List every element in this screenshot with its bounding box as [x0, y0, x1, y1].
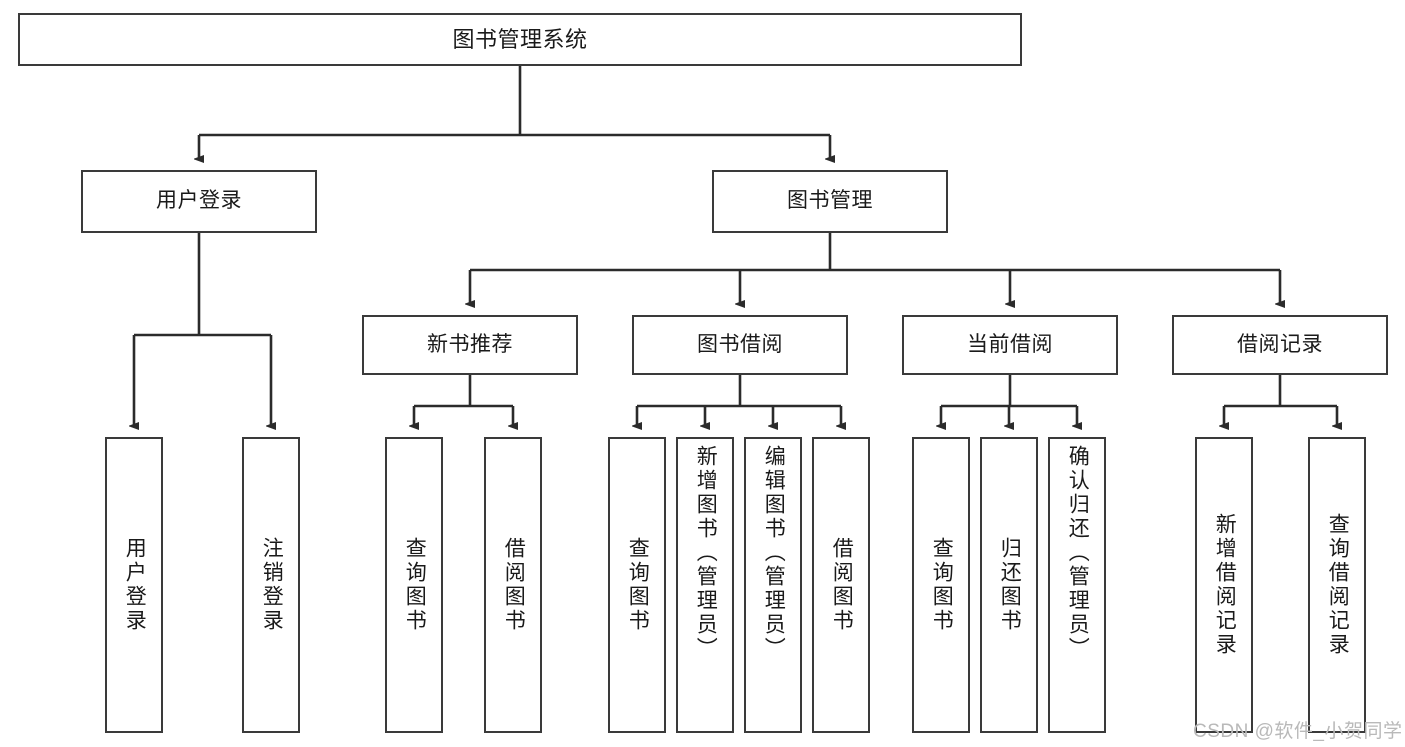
node-book-borrow[interactable]: 图书借阅: [632, 315, 848, 375]
node-leaf-query-book-current-label: 查询图书: [930, 537, 954, 633]
node-leaf-logout[interactable]: 注销登录: [242, 437, 300, 733]
node-leaf-edit-book-admin[interactable]: 编辑图书（管理员）: [744, 437, 802, 733]
node-leaf-confirm-return-admin[interactable]: 确认归还（管理员）: [1048, 437, 1106, 733]
node-book-management-label: 图书管理: [787, 189, 873, 213]
node-current-borrow[interactable]: 当前借阅: [902, 315, 1118, 375]
node-leaf-confirm-return-admin-label: 确认归还（管理员）: [1066, 445, 1090, 661]
node-new-book-recommend-label: 新书推荐: [427, 332, 513, 356]
node-user-login[interactable]: 用户登录: [81, 170, 317, 233]
watermark: CSDN @软件_小贺同学: [1193, 721, 1403, 742]
node-leaf-logout-label: 注销登录: [260, 537, 284, 633]
node-leaf-add-borrow-record[interactable]: 新增借阅记录: [1195, 437, 1253, 733]
node-leaf-query-borrow-record[interactable]: 查询借阅记录: [1308, 437, 1366, 733]
node-root[interactable]: 图书管理系统: [18, 13, 1022, 66]
node-borrow-records-label: 借阅记录: [1237, 332, 1323, 356]
node-leaf-query-book-borrow[interactable]: 查询图书: [608, 437, 666, 733]
node-leaf-return-book-label: 归还图书: [998, 537, 1022, 633]
node-leaf-query-book-recommend-label: 查询图书: [403, 537, 427, 633]
node-leaf-query-book-recommend[interactable]: 查询图书: [385, 437, 443, 733]
node-new-book-recommend[interactable]: 新书推荐: [362, 315, 578, 375]
node-leaf-query-book-current[interactable]: 查询图书: [912, 437, 970, 733]
node-user-login-label: 用户登录: [156, 189, 242, 213]
node-leaf-borrow-book-recommend-label: 借阅图书: [502, 537, 526, 633]
node-leaf-borrow-book[interactable]: 借阅图书: [812, 437, 870, 733]
node-book-management[interactable]: 图书管理: [712, 170, 948, 233]
node-leaf-query-borrow-record-label: 查询借阅记录: [1326, 513, 1350, 657]
node-leaf-query-book-borrow-label: 查询图书: [626, 537, 650, 633]
node-root-label: 图书管理系统: [452, 26, 588, 52]
node-leaf-return-book[interactable]: 归还图书: [980, 437, 1038, 733]
node-borrow-records[interactable]: 借阅记录: [1172, 315, 1388, 375]
node-leaf-borrow-book-label: 借阅图书: [830, 537, 854, 633]
node-leaf-add-book-admin-label: 新增图书（管理员）: [694, 445, 718, 661]
node-leaf-edit-book-admin-label: 编辑图书（管理员）: [762, 445, 786, 661]
node-leaf-borrow-book-recommend[interactable]: 借阅图书: [484, 437, 542, 733]
node-book-borrow-label: 图书借阅: [697, 332, 783, 356]
node-leaf-add-book-admin[interactable]: 新增图书（管理员）: [676, 437, 734, 733]
node-leaf-user-login-label: 用户登录: [123, 537, 147, 633]
node-leaf-add-borrow-record-label: 新增借阅记录: [1213, 513, 1237, 657]
node-current-borrow-label: 当前借阅: [967, 332, 1053, 356]
node-leaf-user-login[interactable]: 用户登录: [105, 437, 163, 733]
